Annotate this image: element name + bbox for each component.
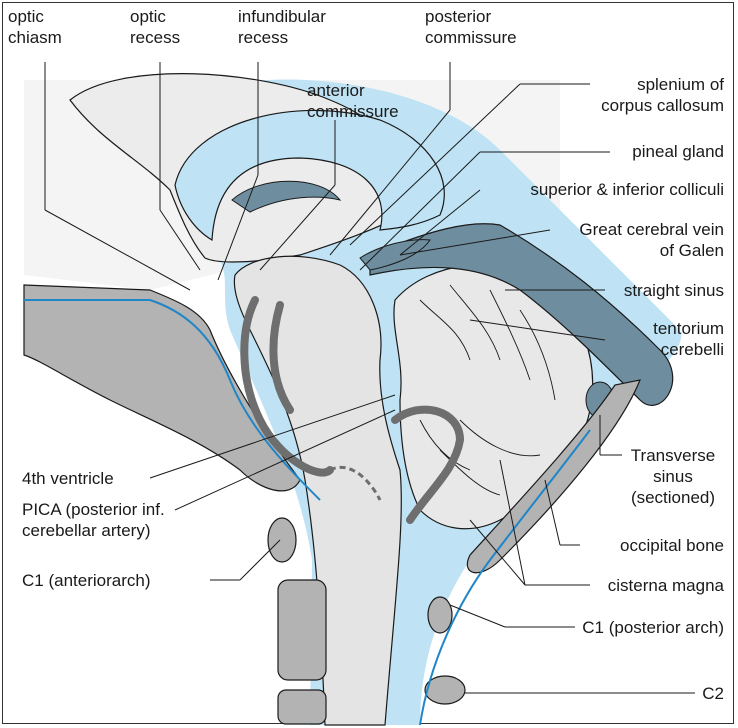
label-line: (sectioned) bbox=[618, 487, 728, 508]
label-c1-anterior: C1 (anteriorarch) bbox=[22, 570, 151, 591]
label-line: commissure bbox=[425, 27, 517, 48]
label-line: cerebelli bbox=[653, 339, 724, 360]
label-posterior-commissure: posterior commissure bbox=[425, 6, 517, 48]
label-line: cisterna magna bbox=[608, 575, 724, 596]
label-line: optic bbox=[130, 6, 180, 27]
label-line: corpus callosum bbox=[601, 95, 724, 116]
label-transverse-sinus: Transverse sinus (sectioned) bbox=[618, 445, 728, 508]
label-c1-posterior: C1 (posterior arch) bbox=[582, 617, 724, 638]
label-line: pineal gland bbox=[632, 141, 724, 162]
label-optic-chiasm: optic chiasm bbox=[8, 6, 62, 48]
label-line: Transverse bbox=[618, 445, 728, 466]
label-line: superior & inferior colliculi bbox=[530, 179, 724, 200]
label-line: commissure bbox=[307, 101, 399, 122]
label-optic-recess: optic recess bbox=[130, 6, 180, 48]
label-line: chiasm bbox=[8, 27, 62, 48]
label-line: recess bbox=[238, 27, 326, 48]
label-c2: C2 bbox=[702, 683, 724, 704]
label-line: PICA (posterior inf. bbox=[22, 499, 165, 520]
label-line: recess bbox=[130, 27, 180, 48]
label-straight-sinus: straight sinus bbox=[624, 280, 724, 301]
label-fourth-ventricle: 4th ventricle bbox=[22, 468, 114, 489]
label-line: anterior bbox=[307, 80, 399, 101]
vertebra-lower-shape bbox=[278, 690, 326, 724]
label-anterior-commissure: anterior commissure bbox=[307, 80, 399, 122]
label-line: posterior bbox=[425, 6, 517, 27]
label-line: C2 bbox=[702, 683, 724, 704]
label-splenium: splenium of corpus callosum bbox=[601, 74, 724, 116]
c2-body-shape bbox=[278, 580, 326, 680]
label-line: 4th ventricle bbox=[22, 468, 114, 489]
label-cisterna-magna: cisterna magna bbox=[608, 575, 724, 596]
c1-anterior-arch-shape bbox=[268, 518, 296, 562]
label-pineal-gland: pineal gland bbox=[632, 141, 724, 162]
label-line: cerebellar artery) bbox=[22, 520, 165, 541]
label-line: C1 (posterior arch) bbox=[582, 617, 724, 638]
label-line: sinus bbox=[618, 466, 728, 487]
label-line: splenium of bbox=[601, 74, 724, 95]
label-great-cerebral-vein: Great cerebral vein of Galen bbox=[579, 219, 724, 261]
label-line: straight sinus bbox=[624, 280, 724, 301]
label-pica: PICA (posterior inf. cerebellar artery) bbox=[22, 499, 165, 541]
label-line: of Galen bbox=[579, 240, 724, 261]
label-infundibular-recess: infundibular recess bbox=[238, 6, 326, 48]
label-line: C1 (anteriorarch) bbox=[22, 570, 151, 591]
label-tentorium: tentorium cerebelli bbox=[653, 318, 724, 360]
label-colliculi: superior & inferior colliculi bbox=[530, 179, 724, 200]
label-line: infundibular bbox=[238, 6, 326, 27]
label-line: Great cerebral vein bbox=[579, 219, 724, 240]
c1-posterior-arch-shape bbox=[428, 597, 452, 633]
label-occipital-bone: occipital bone bbox=[620, 535, 724, 556]
label-line: optic bbox=[8, 6, 62, 27]
label-line: tentorium bbox=[653, 318, 724, 339]
label-line: occipital bone bbox=[620, 535, 724, 556]
